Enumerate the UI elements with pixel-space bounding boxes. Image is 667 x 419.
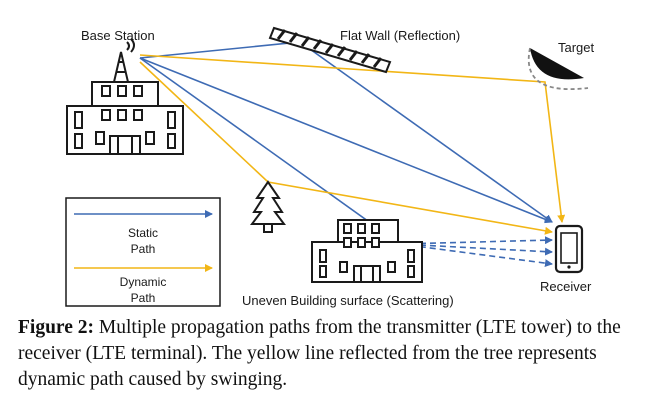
scatter-path-1 xyxy=(399,236,553,245)
scatter-path-2 xyxy=(399,243,553,256)
base-station-icon xyxy=(66,38,184,155)
legend-dynamic-label-1: Dynamic xyxy=(120,275,167,289)
figure-number: Figure 2: xyxy=(18,317,95,338)
scattering-building-icon xyxy=(311,219,423,283)
static-paths xyxy=(139,41,553,268)
base-station-label: Base Station xyxy=(81,28,155,43)
receiver-phone-icon xyxy=(554,224,584,274)
dynamic-path-target xyxy=(139,54,566,223)
tree-icon xyxy=(250,180,286,233)
legend-static-label-2: Path xyxy=(131,242,156,256)
target-label: Target xyxy=(558,40,595,55)
target-icon xyxy=(527,47,589,90)
building-surface-label: Uneven Building surface (Scattering) xyxy=(242,293,454,308)
legend-box xyxy=(65,197,221,307)
flat-wall-icon xyxy=(268,26,392,74)
receiver-label: Receiver xyxy=(540,279,592,294)
static-path-direct xyxy=(139,57,553,224)
legend: Static Path Dynamic Path xyxy=(65,197,221,307)
figure-caption: Figure 2: Multiple propagation paths fro… xyxy=(18,315,658,393)
flat-wall-label: Flat Wall (Reflection) xyxy=(340,28,460,43)
static-path-to-building xyxy=(139,57,401,245)
caption-text: Multiple propagation paths from the tran… xyxy=(18,317,621,390)
legend-dynamic-label-2: Path xyxy=(131,291,156,305)
legend-static-label-1: Static xyxy=(128,226,158,240)
scatter-path-3 xyxy=(399,243,553,268)
propagation-diagram: Static Path Dynamic Path Base Station Fl… xyxy=(65,26,595,308)
